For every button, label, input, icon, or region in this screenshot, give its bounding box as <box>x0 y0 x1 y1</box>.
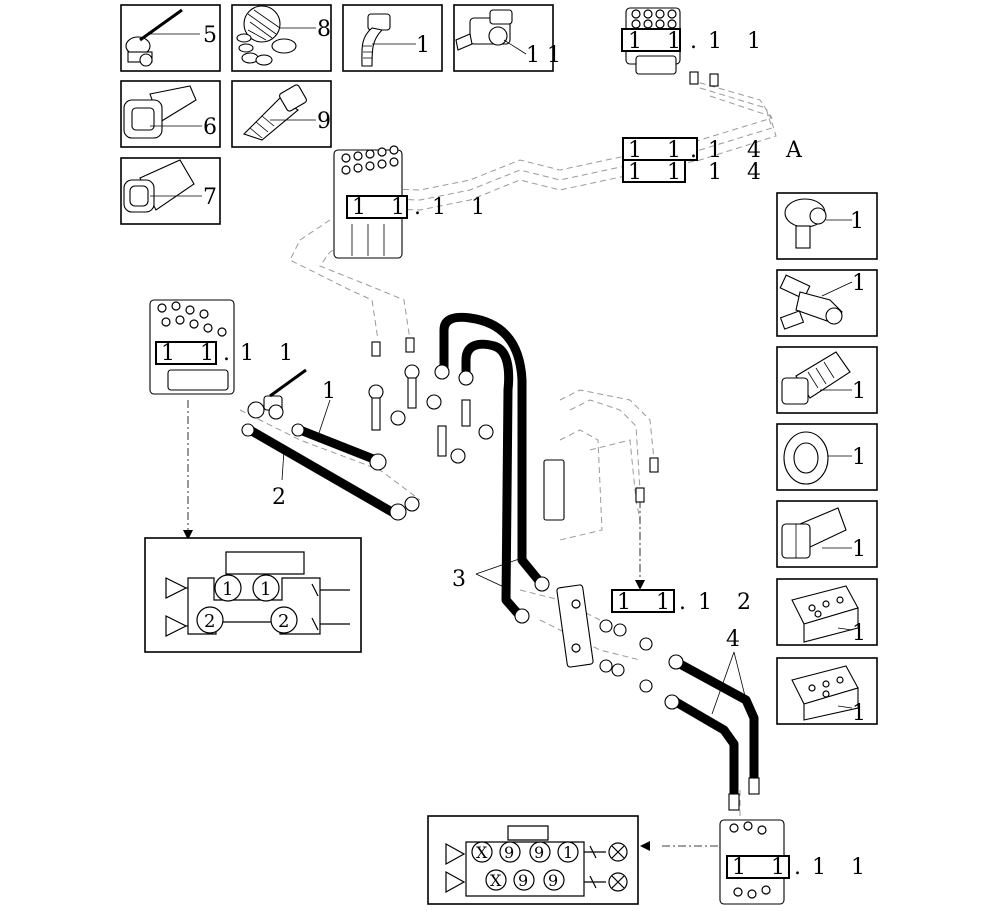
ref-valve-center: 1 1. 1 1 <box>346 195 494 220</box>
callout-hose-1: 1 <box>317 379 336 437</box>
ref-tail-text: 1 1 <box>708 29 770 54</box>
thumb-label: 1 <box>852 621 866 646</box>
fittings <box>241 71 760 811</box>
svg-text:3: 3 <box>452 567 466 592</box>
callout-hose-3: 3 <box>452 557 523 592</box>
hose-4b <box>671 697 739 801</box>
ref-tail-text: 1 1 <box>812 855 874 880</box>
port-label: 9 <box>504 843 514 862</box>
port-label: X <box>490 871 502 890</box>
ref-box-text: 1 1. <box>628 138 706 163</box>
schematic-left[interactable]: 1 1 2 2 <box>144 537 362 653</box>
thumb-adapter-fitting[interactable]: 6 <box>120 80 221 148</box>
thumb-hose-nipple[interactable]: 9 <box>231 80 332 148</box>
ref-box-text: 1 1. <box>161 341 239 366</box>
ref-tail-text: 1 4 <box>708 160 770 185</box>
hose-3a <box>439 312 545 587</box>
ref-box-text: 1 1 <box>628 160 690 185</box>
hose-1 <box>295 425 381 465</box>
ref-valve-bottom: 1 1. 1 1 <box>726 855 874 880</box>
thumb-label: 1 <box>852 379 866 404</box>
thumb-tee-union[interactable]: 1 <box>776 269 878 337</box>
svg-text:1: 1 <box>322 379 336 404</box>
thumb-label: 1 <box>852 445 866 470</box>
port-label: 9 <box>548 871 558 890</box>
ref-box-text: 1 1. <box>628 29 706 54</box>
ref-tail-text: 1 4 A <box>708 138 811 163</box>
ref-box-text: 1 1. <box>617 590 695 615</box>
port-label: 1 <box>563 843 573 862</box>
hose-3b <box>461 339 525 621</box>
thumb-label: 1 <box>850 209 864 234</box>
ref-tail-text: 1 1 <box>432 195 494 220</box>
thumb-label: 9 <box>317 109 331 134</box>
thumb-hex-bolt[interactable]: 1 <box>776 500 878 568</box>
schematic-bottom[interactable]: X 9 9 1 X 9 9 <box>427 815 639 905</box>
thumb-label: 8 <box>317 17 331 42</box>
thumb-elbow-fitting[interactable]: 1 <box>342 4 443 72</box>
arrow-heads <box>183 530 650 851</box>
thumb-label: 7 <box>203 185 217 210</box>
ref-box-text: 1 1. <box>732 855 810 880</box>
callout-hose-4: 4 <box>711 627 747 715</box>
ref-14A: 1 1. 1 4 A <box>622 137 811 163</box>
thumb-male-connector[interactable]: 1 <box>776 346 878 414</box>
thumb-label: 1 <box>416 33 430 58</box>
ref-box-text: 1 1. <box>352 195 430 220</box>
thumb-filter-screen[interactable]: 8 <box>231 4 332 72</box>
port-label: 9 <box>518 871 528 890</box>
ref-tail-text: 1 2 <box>698 590 760 615</box>
callout-hose-2: 2 <box>272 449 286 510</box>
thumb-label: 1 <box>852 271 866 296</box>
thumb-mounting-bracket-b[interactable]: 1 <box>776 657 878 726</box>
port-label: X <box>476 843 488 862</box>
port-label: 1 <box>222 579 233 600</box>
thumb-banjo-fitting[interactable]: 1 <box>776 192 878 260</box>
port-label: 9 <box>534 843 544 862</box>
thumb-label: 6 <box>203 115 217 140</box>
thumb-label: 5 <box>203 23 217 48</box>
svg-text:2: 2 <box>272 485 286 510</box>
thumb-mounting-bracket-a[interactable]: 1 <box>776 578 878 646</box>
thumb-ball-valve[interactable]: 5 <box>120 4 221 72</box>
thumb-tee-fitting[interactable]: 1 1 <box>453 4 561 72</box>
port-label: 2 <box>204 611 215 632</box>
thumb-label: 1 <box>852 701 866 726</box>
hose-assemblies[interactable] <box>245 312 759 801</box>
ref-valve-left: 1 1. 1 1 <box>155 341 302 366</box>
thumb-nut-fitting[interactable]: 7 <box>120 157 221 225</box>
thumb-label: 1 <box>852 537 866 562</box>
thumb-seal-washer[interactable]: 1 <box>776 423 878 491</box>
ref-12: 1 1. 1 2 <box>611 589 760 615</box>
thumb-label: 1 1 <box>526 43 561 68</box>
phantom-lines <box>187 79 777 847</box>
port-label: 1 <box>260 579 271 600</box>
hose-2 <box>245 425 397 517</box>
ref-tail-text: 1 1 <box>240 341 302 366</box>
port-label: 2 <box>278 611 289 632</box>
svg-text:4: 4 <box>726 627 740 652</box>
ref-14: 1 1 1 4 <box>622 159 770 185</box>
ref-valve-top-right: 1 1. 1 1 <box>621 28 770 54</box>
hose-4a <box>675 659 759 785</box>
